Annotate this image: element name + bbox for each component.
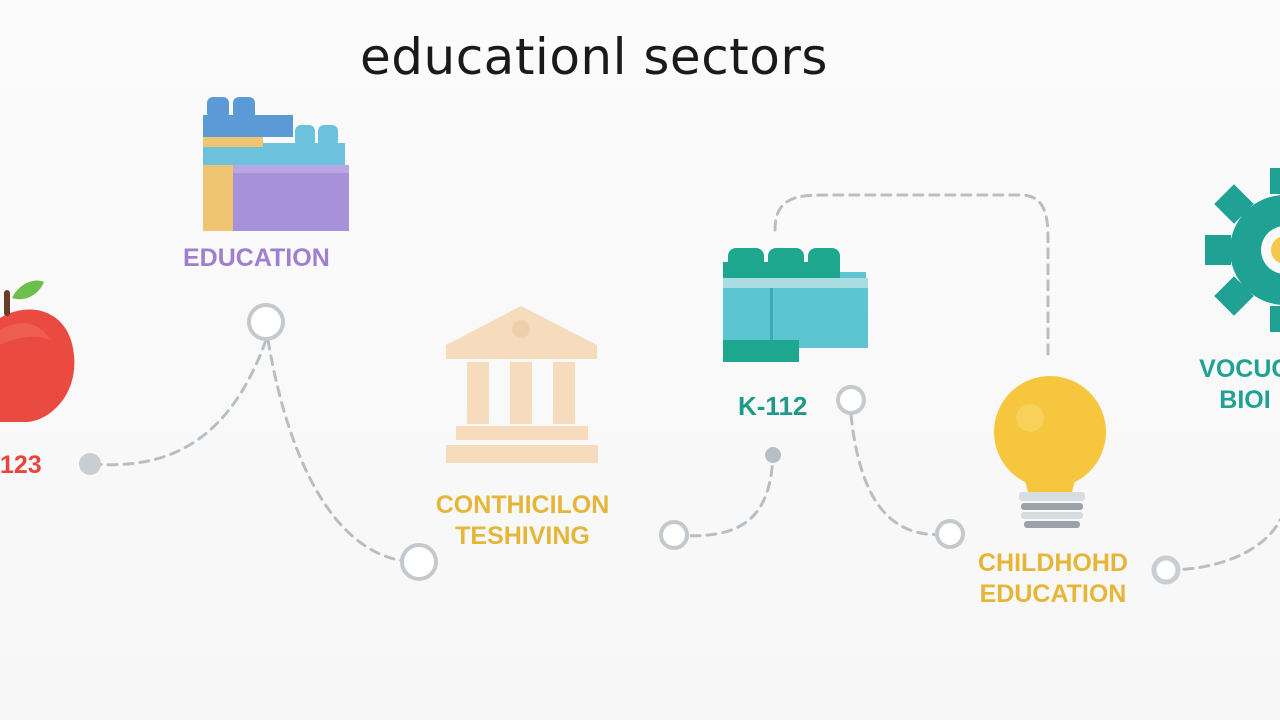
node-dot-apple	[79, 453, 101, 475]
node-ring-continuing-right	[659, 520, 689, 550]
continuing-label: CONTHICILON TESHIVING	[430, 490, 615, 553]
building-blocks-icon	[203, 97, 349, 231]
connector-childhood-vocational	[1166, 518, 1280, 572]
education-label: EDUCATION	[183, 244, 330, 272]
continuing-label-line2: TESHIVING	[455, 522, 590, 551]
vocational-label-line2: BIOI	[1219, 386, 1271, 415]
k12-label: K-112	[738, 391, 808, 421]
vocational-label: VOCUG BIOI	[1185, 354, 1280, 417]
classical-building-icon	[446, 306, 598, 463]
apple-label: 123	[0, 451, 42, 479]
node-ring-k12	[836, 385, 866, 415]
vocational-label-line1: VOCUG	[1199, 355, 1280, 383]
connector-education-continuing	[266, 338, 417, 564]
connectors	[90, 193, 1280, 572]
gear-icon	[1205, 168, 1280, 332]
connector-apple-education	[90, 338, 268, 467]
lightbulb-icon	[994, 376, 1106, 528]
continuing-label-line1: CONTHICILON	[435, 491, 610, 519]
childhood-label-line1: CHILDHOHD	[978, 549, 1128, 577]
connector-nodes	[79, 303, 1181, 585]
blocks-icon	[723, 248, 868, 362]
childhood-label: CHILDHOHD EDUCATION	[970, 548, 1136, 611]
node-dot-k12	[765, 447, 781, 463]
diagram-title: educationl sectors	[360, 28, 828, 86]
connector-k12-top	[773, 193, 1050, 362]
node-ring-vocational	[1151, 555, 1181, 585]
apple-icon	[0, 280, 75, 422]
childhood-label-line2: EDUCATION	[979, 580, 1127, 609]
node-ring-education	[247, 303, 285, 341]
connector-k12-childhood	[849, 413, 950, 537]
node-ring-continuing	[400, 543, 438, 581]
connector-continuing-k12	[673, 454, 775, 538]
node-ring-childhood	[935, 519, 965, 549]
